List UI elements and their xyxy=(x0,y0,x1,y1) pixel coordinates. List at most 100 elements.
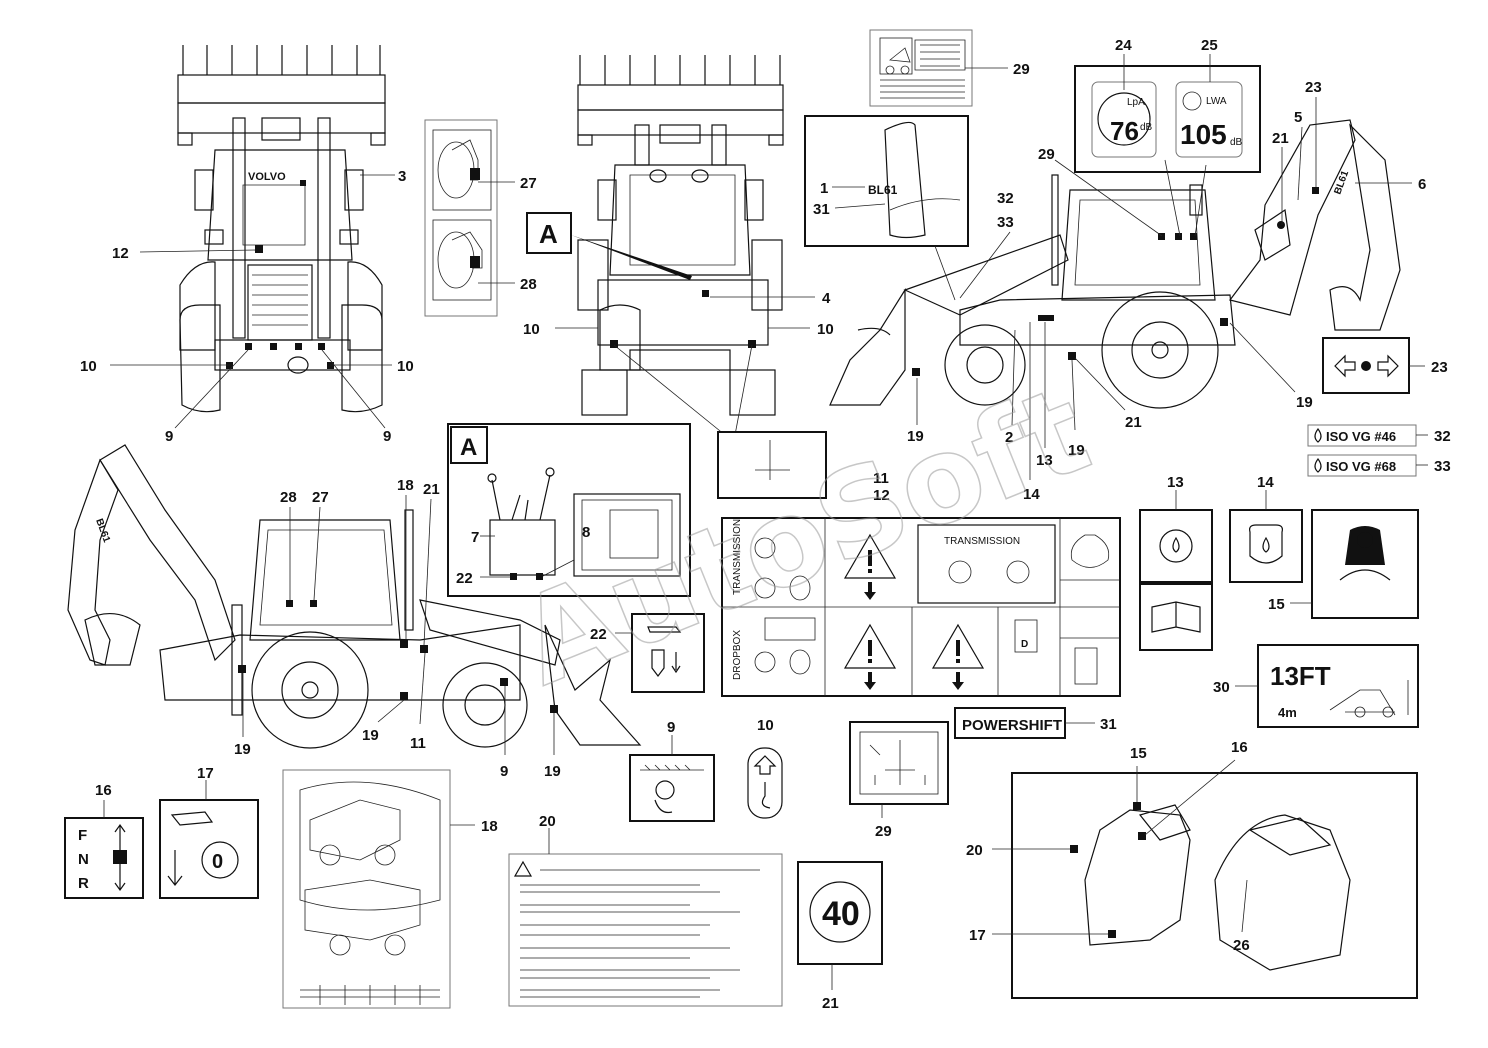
callout-19-right: 19 xyxy=(1296,394,1313,411)
powershift-label: POWERSHIFT xyxy=(962,717,1062,734)
view-label-a-top: A xyxy=(539,219,558,249)
detail-a-levers: A 7 8 22 xyxy=(447,423,691,597)
callout-21-side: 21 xyxy=(423,481,440,498)
callout-21-mid: 21 xyxy=(1125,414,1142,431)
callout-33-iso: 33 xyxy=(1434,458,1451,475)
noise-decal-box: LpA 76 dB LWA 105 dB 24 25 xyxy=(1074,37,1261,173)
decal-10-lift-point: 10 xyxy=(747,717,783,819)
decal-17-lever: 0 17 xyxy=(159,765,259,899)
decal-31-powershift: POWERSHIFT 31 xyxy=(954,707,1117,739)
callout-1: 1 xyxy=(820,180,828,197)
callout-22-detail: 22 xyxy=(456,570,473,587)
callout-20-decal: 20 xyxy=(539,813,556,830)
callout-16-seat: 16 xyxy=(1231,739,1248,756)
callout-19-front: 19 xyxy=(907,428,924,445)
decal-21-speed: 40 21 xyxy=(797,861,883,1012)
callout-21-decal: 21 xyxy=(822,995,839,1012)
lwa-unit: dB xyxy=(1230,137,1243,148)
callout-22-decal: 22 xyxy=(590,626,607,643)
side-view-left-machine: BL61 xyxy=(67,444,642,749)
callout-19-left-front: 19 xyxy=(544,763,561,780)
callout-32-side: 32 xyxy=(997,190,1014,207)
callout-9-right: 9 xyxy=(383,428,391,445)
callout-10-left: 10 xyxy=(80,358,97,375)
callout-31-detail: 31 xyxy=(813,201,830,218)
callout-30: 30 xyxy=(1213,679,1230,696)
callout-23-top: 23 xyxy=(1305,79,1322,96)
callout-19-mid: 19 xyxy=(1068,442,1085,459)
callout-2: 2 xyxy=(1005,429,1013,446)
callout-18-decal: 18 xyxy=(481,818,498,835)
callout-14: 14 xyxy=(1023,486,1040,503)
callout-24: 24 xyxy=(1115,37,1132,54)
decal-15-seatbelt: 15 xyxy=(1268,509,1419,619)
seat-view-box: 15 16 20 17 26 xyxy=(966,739,1418,999)
cab-inset-11-12: 11 12 xyxy=(717,431,890,504)
speed-limit-value: 40 xyxy=(822,895,860,933)
decal-29-top: 29 xyxy=(869,29,1030,107)
callout-11-side: 11 xyxy=(410,735,426,752)
callout-10-decal: 10 xyxy=(757,717,774,734)
dropbox-side-label: DROPBOX xyxy=(732,630,743,680)
callout-3: 3 xyxy=(398,168,406,185)
rear-view-machine xyxy=(577,55,784,416)
callout-13-decal: 13 xyxy=(1167,474,1184,491)
decal-14-drop: 14 xyxy=(1229,474,1303,583)
lwa-symbol: LWA xyxy=(1206,96,1227,107)
callout-11-inset: 11 xyxy=(873,470,889,487)
decal-23-arrows: 23 xyxy=(1322,337,1448,394)
fnr-n: N xyxy=(78,851,89,868)
callout-7: 7 xyxy=(471,529,479,546)
fuel-d-label: D xyxy=(1021,639,1028,650)
callout-25: 25 xyxy=(1201,37,1218,54)
callout-12-inset: 12 xyxy=(873,487,890,504)
callout-9-side: 9 xyxy=(500,763,508,780)
view-label-a-inset: A xyxy=(460,434,477,461)
callout-17-seat: 17 xyxy=(969,927,986,944)
callout-13: 13 xyxy=(1036,452,1053,469)
callout-18-side: 18 xyxy=(397,477,414,494)
callout-16-decal: 16 xyxy=(95,782,112,799)
decals-27-28-panel: 27 28 xyxy=(424,119,537,317)
callout-12: 12 xyxy=(112,245,129,262)
callout-19-left-mid: 19 xyxy=(362,727,379,744)
callout-9-left: 9 xyxy=(165,428,173,445)
model-badge-boom-right: BL61 xyxy=(1332,169,1351,196)
callout-10-right: 10 xyxy=(397,358,414,375)
front-view-callouts: 3 12 10 10 9 9 xyxy=(80,168,414,445)
decal-22-symbol: 22 xyxy=(590,613,705,693)
transmission-title: TRANSMISSION xyxy=(944,536,1020,547)
side-view-right-machine: BL61 xyxy=(829,119,1401,409)
side-view-right-callouts: 32 33 29 21 5 23 6 19 21 19 2 13 14 19 xyxy=(907,79,1426,503)
fnr-f: F xyxy=(78,827,87,844)
lpa-unit: dB xyxy=(1140,122,1153,133)
detail-box-bl61: BL61 1 31 xyxy=(804,115,969,301)
callout-20-seat: 20 xyxy=(966,842,983,859)
callout-27: 27 xyxy=(520,175,537,192)
decal-13-oil-pressure: 13 xyxy=(1139,474,1213,651)
callout-28: 28 xyxy=(520,276,537,293)
lwa-value: 105 xyxy=(1180,119,1227,150)
decal-9-hook: 9 xyxy=(629,719,715,822)
decal-29-bottom: 29 xyxy=(849,721,949,840)
callout-32-iso: 32 xyxy=(1434,428,1451,445)
model-badge-boom-left: BL61 xyxy=(93,517,112,544)
height-metric: 4m xyxy=(1278,705,1297,720)
iso-vg-46: ISO VG #46 xyxy=(1326,429,1396,444)
callout-31-decal: 31 xyxy=(1100,716,1117,733)
height-value: 13FT xyxy=(1270,661,1331,691)
callout-33-side: 33 xyxy=(997,214,1014,231)
callout-19-left-rear: 19 xyxy=(234,741,251,758)
callout-28-side: 28 xyxy=(280,489,297,506)
decal-18-lube-chart: 18 xyxy=(282,769,498,1009)
callout-10-rear-right: 10 xyxy=(817,321,834,338)
model-badge-detail: BL61 xyxy=(868,183,898,197)
fnr-r: R xyxy=(78,875,89,892)
callout-29-side: 29 xyxy=(1038,146,1055,163)
callout-5: 5 xyxy=(1294,109,1302,126)
callout-8: 8 xyxy=(582,524,590,541)
callout-23-decal: 23 xyxy=(1431,359,1448,376)
decal-20-warning-sheet: 20 xyxy=(508,813,783,1007)
callout-17-decal: 17 xyxy=(197,765,214,782)
